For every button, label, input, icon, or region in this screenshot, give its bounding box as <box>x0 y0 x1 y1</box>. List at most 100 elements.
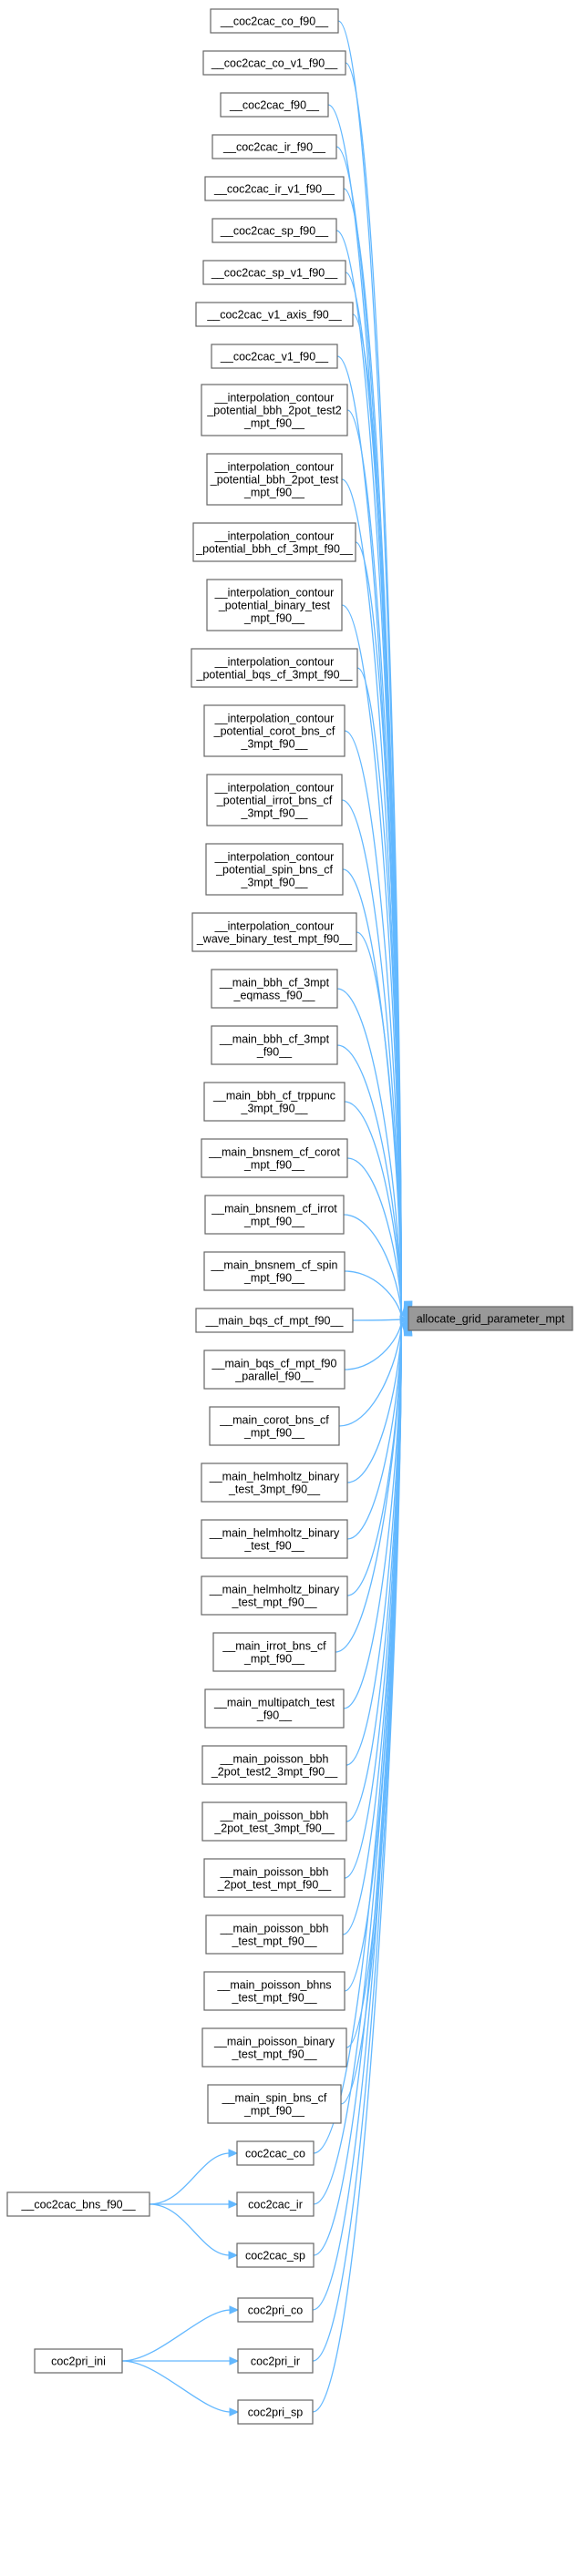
caller-node-coc2cac-ir[interactable]: coc2cac_ir <box>236 2191 315 2217</box>
caller-node-coc2cac-sp[interactable]: coc2cac_sp <box>236 2242 315 2268</box>
caller-node-coc2cac-ir-v1-f90[interactable]: __coc2cac_ir_v1_f90__ <box>204 176 345 201</box>
arrowhead-coc2pri-sp <box>229 2407 240 2417</box>
caller-node-interpolation-contour-potential-bbh-2pot-test-mpt-f90[interactable]: __interpolation_contour_potential_bbh_2p… <box>206 453 343 506</box>
node-box <box>204 1688 345 1729</box>
caller-node-main-poisson-binary-test-mpt-f90[interactable]: __main_poisson_binary_test_mpt_f90__ <box>201 2027 347 2068</box>
node-box <box>203 1350 346 1390</box>
caller-node-main-bbh-cf-trppunc-3mpt-f90[interactable]: __main_bbh_cf_trppunc_3mpt_f90__ <box>203 1082 346 1122</box>
node-label: __interpolation_contour <box>214 920 335 933</box>
node-box <box>191 912 357 952</box>
node-label: _mpt_f90__ <box>243 1653 305 1666</box>
node-box <box>236 2140 315 2166</box>
caller-node-interpolation-contour-potential-irrot-bns-cf-3mpt-f90[interactable]: __interpolation_contour_potential_irrot_… <box>206 774 343 826</box>
node-label: _mpt_f90__ <box>243 2105 305 2118</box>
node-label: _2pot_test2_3mpt_f90__ <box>211 1766 338 1779</box>
node-label: __main_helmholtz_binary <box>209 1471 340 1483</box>
edge-main-bnsnem-cf-corot-mpt-f90 <box>346 1157 402 1319</box>
node-box <box>236 2191 315 2217</box>
node-label: _3mpt_f90__ <box>241 738 309 751</box>
caller-node-interpolation-contour-potential-binary-test-mpt-f90[interactable]: __interpolation_contour_potential_binary… <box>206 579 343 631</box>
caller-node-main-helmholtz-binary-test-f90[interactable]: __main_helmholtz_binary_test_f90__ <box>201 1519 348 1559</box>
node-label: _eqmass_f90__ <box>233 990 316 1002</box>
caller-node-coc2cac-co[interactable]: coc2cac_co <box>236 2140 315 2166</box>
caller-node-coc2cac-f90[interactable]: __coc2cac_f90__ <box>220 92 329 118</box>
node-label: __main_multipatch_test <box>213 1697 335 1709</box>
caller-node-main-bbh-cf-3mpt-eqmass-f90[interactable]: __main_bbh_cf_3mpt_eqmass_f90__ <box>211 969 338 1009</box>
caller-node-main-irrot-bns-cf-mpt-f90[interactable]: __main_irrot_bns_cf_mpt_f90__ <box>212 1632 336 1672</box>
caller-node-coc2cac-v1-f90[interactable]: __coc2cac_v1_f90__ <box>211 344 338 369</box>
node-label: _wave_binary_test_mpt_f90__ <box>196 933 353 946</box>
node-label: __main_bnsnem_cf_spin <box>211 1259 338 1272</box>
node-box <box>201 1801 347 1842</box>
caller-node-main-bnsnem-cf-spin-mpt-f90[interactable]: __main_bnsnem_cf_spin_mpt_f90__ <box>203 1251 346 1291</box>
caller-node-coc2pri-ir[interactable]: coc2pri_ir <box>237 2348 314 2374</box>
caller-node-main-bnsnem-cf-irrot-mpt-f90[interactable]: __main_bnsnem_cf_irrot_mpt_f90__ <box>204 1195 345 1235</box>
node-box <box>237 2399 314 2425</box>
node-label: __coc2cac_v1_f90__ <box>220 351 329 364</box>
caller-node-main-poisson-bbh-2pot-test-3mpt-f90[interactable]: __main_poisson_bbh_2pot_test_3mpt_f90__ <box>201 1801 347 1842</box>
node-label: __coc2cac_ir_f90__ <box>222 141 326 154</box>
caller-node-coc2cac-v1-axis-f90[interactable]: __coc2cac_v1_axis_f90__ <box>195 302 354 327</box>
node-label: _mpt_f90__ <box>243 417 305 430</box>
node-label: _mpt_f90__ <box>243 1272 305 1285</box>
node-label: coc2pri_ir <box>251 2355 300 2368</box>
caller-node-main-spin-bns-cf-mpt-f90[interactable]: __main_spin_bns_cf_mpt_f90__ <box>207 2084 342 2124</box>
caller-node-coc2cac-sp-f90[interactable]: __coc2cac_sp_f90__ <box>211 218 337 243</box>
node-label: __main_bqs_cf_mpt_f90__ <box>205 1315 345 1328</box>
node-label: __main_helmholtz_binary <box>209 1527 340 1540</box>
node-box <box>202 50 346 76</box>
caller-node-main-poisson-bbh-2pot-test-mpt-f90[interactable]: __main_poisson_bbh_2pot_test_mpt_f90__ <box>203 1858 346 1898</box>
caller-node-main-poisson-bbh-2pot-test2-3mpt-f90[interactable]: __main_poisson_bbh_2pot_test2_3mpt_f90__ <box>201 1745 347 1785</box>
arrowhead-coc2cac-sp <box>228 2251 239 2260</box>
node-label: _2pot_test_3mpt_f90__ <box>213 1822 335 1835</box>
caller-node-main-helmholtz-binary-test-3mpt-f90[interactable]: __main_helmholtz_binary_test_3mpt_f90__ <box>201 1462 348 1503</box>
caller-node-main-poisson-bbh-test-mpt-f90[interactable]: __main_poisson_bbh_test_mpt_f90__ <box>205 1914 344 1955</box>
node-label: _3mpt_f90__ <box>241 877 309 889</box>
caller-node-interpolation-contour-potential-bbh-cf-3mpt-f90[interactable]: __interpolation_contour_potential_bbh_cf… <box>192 522 356 562</box>
caller-node-coc2cac-co-v1-f90[interactable]: __coc2cac_co_v1_f90__ <box>202 50 346 76</box>
target-node-allocate-grid-parameter-mpt[interactable]: allocate_grid_parameter_mpt <box>407 1306 573 1331</box>
node-label: __main_helmholtz_binary <box>209 1584 340 1596</box>
caller-node-main-multipatch-test-f90[interactable]: __main_multipatch_test_f90__ <box>204 1688 345 1729</box>
edge-coc2pri-sp <box>312 1327 402 2413</box>
node-label: __interpolation_contour <box>214 587 335 600</box>
caller-node-main-bnsnem-cf-corot-mpt-f90[interactable]: __main_bnsnem_cf_corot_mpt_f90__ <box>201 1138 348 1178</box>
caller-node-coc2pri-co[interactable]: coc2pri_co <box>237 2297 314 2323</box>
node-label: _test_mpt_f90__ <box>231 1596 317 1609</box>
caller-node-main-bqs-cf-mpt-f90-parallel-f90[interactable]: __main_bqs_cf_mpt_f90_parallel_f90__ <box>203 1350 346 1390</box>
node-box <box>206 774 343 826</box>
caller-node-coc2cac-bns-f90[interactable]: __coc2cac_bns_f90__ <box>6 2191 150 2217</box>
node-box <box>201 1745 347 1785</box>
caller-node-coc2cac-co-f90[interactable]: __coc2cac_co_f90__ <box>210 8 339 34</box>
caller-node-interpolation-contour-potential-corot-bns-cf-3mpt-f90[interactable]: __interpolation_contour_potential_corot_… <box>203 704 346 757</box>
node-box <box>201 1575 348 1616</box>
caller-node-coc2cac-ir-f90[interactable]: __coc2cac_ir_f90__ <box>211 134 337 159</box>
caller-node-main-bqs-cf-mpt-f90[interactable]: __main_bqs_cf_mpt_f90__ <box>195 1308 354 1333</box>
node-box <box>6 2191 150 2217</box>
node-box <box>204 1195 345 1235</box>
node-box <box>209 1406 340 1446</box>
caller-node-interpolation-contour-potential-bbh-2pot-test2-mpt-f90[interactable]: __interpolation_contour_potential_bbh_2p… <box>201 384 348 436</box>
arrowhead-coc2pri-ir <box>229 2356 240 2366</box>
caller-node-coc2pri-ini[interactable]: coc2pri_ini <box>34 2348 123 2374</box>
caller-node-main-poisson-bhns-test-mpt-f90[interactable]: __main_poisson_bhns_test_mpt_f90__ <box>203 1971 346 2011</box>
caller-node-main-corot-bns-cf-mpt-f90[interactable]: __main_corot_bns_cf_mpt_f90__ <box>209 1406 340 1446</box>
caller-node-interpolation-contour-potential-bqs-cf-3mpt-f90[interactable]: __interpolation_contour_potential_bqs_cf… <box>191 648 358 688</box>
caller-node-interpolation-contour-potential-spin-bns-cf-3mpt-f90[interactable]: __interpolation_contour_potential_spin_b… <box>205 843 344 896</box>
node-box <box>236 2242 315 2268</box>
edge-main-bqs-cf-mpt-f90 <box>352 1319 402 1321</box>
caller-node-interpolation-contour-wave-binary-test-mpt-f90[interactable]: __interpolation_contour_wave_binary_test… <box>191 912 357 952</box>
edge-coc2pri-ini-to-coc2pri-co <box>121 2309 232 2362</box>
node-label: coc2cac_sp <box>245 2250 305 2263</box>
node-label: _potential_irrot_bns_cf <box>216 795 333 807</box>
node-box <box>201 384 348 436</box>
node-box <box>201 1138 348 1178</box>
caller-node-main-helmholtz-binary-test-mpt-f90[interactable]: __main_helmholtz_binary_test_mpt_f90__ <box>201 1575 348 1616</box>
node-label: __coc2cac_sp_f90__ <box>220 225 329 238</box>
node-label: _mpt_f90__ <box>243 1216 305 1228</box>
node-label: __coc2cac_co_f90__ <box>220 15 329 28</box>
caller-node-coc2pri-sp[interactable]: coc2pri_sp <box>237 2399 314 2425</box>
node-box <box>204 176 345 201</box>
caller-node-coc2cac-sp-v1-f90[interactable]: __coc2cac_sp_v1_f90__ <box>202 260 346 285</box>
caller-node-main-bbh-cf-3mpt-f90[interactable]: __main_bbh_cf_3mpt_f90__ <box>211 1025 338 1065</box>
